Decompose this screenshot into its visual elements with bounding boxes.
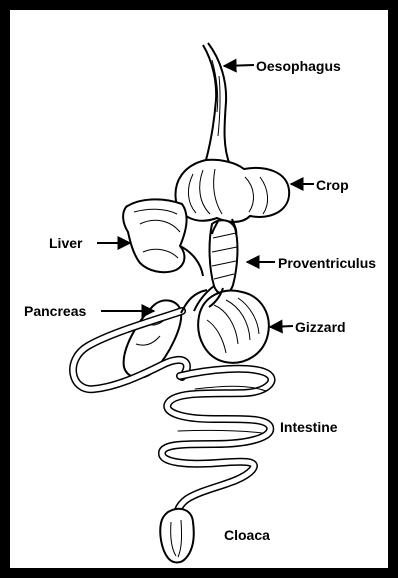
- label-pancreas: Pancreas: [24, 304, 86, 318]
- label-proventriculus: Proventriculus: [278, 256, 376, 270]
- label-oesophagus: Oesophagus: [256, 59, 341, 73]
- liver: [123, 199, 186, 272]
- cloaca: [160, 509, 193, 563]
- arrow-gizzard: [270, 326, 293, 327]
- label-crop: Crop: [316, 178, 349, 192]
- arrow-oesophagus: [224, 65, 254, 66]
- label-gizzard: Gizzard: [295, 320, 346, 334]
- oesophagus: [203, 43, 230, 165]
- label-cloaca: Cloaca: [224, 528, 270, 542]
- gizzard: [198, 291, 269, 363]
- label-liver: Liver: [49, 236, 82, 250]
- crop: [176, 160, 290, 222]
- label-intestine: Intestine: [280, 420, 338, 434]
